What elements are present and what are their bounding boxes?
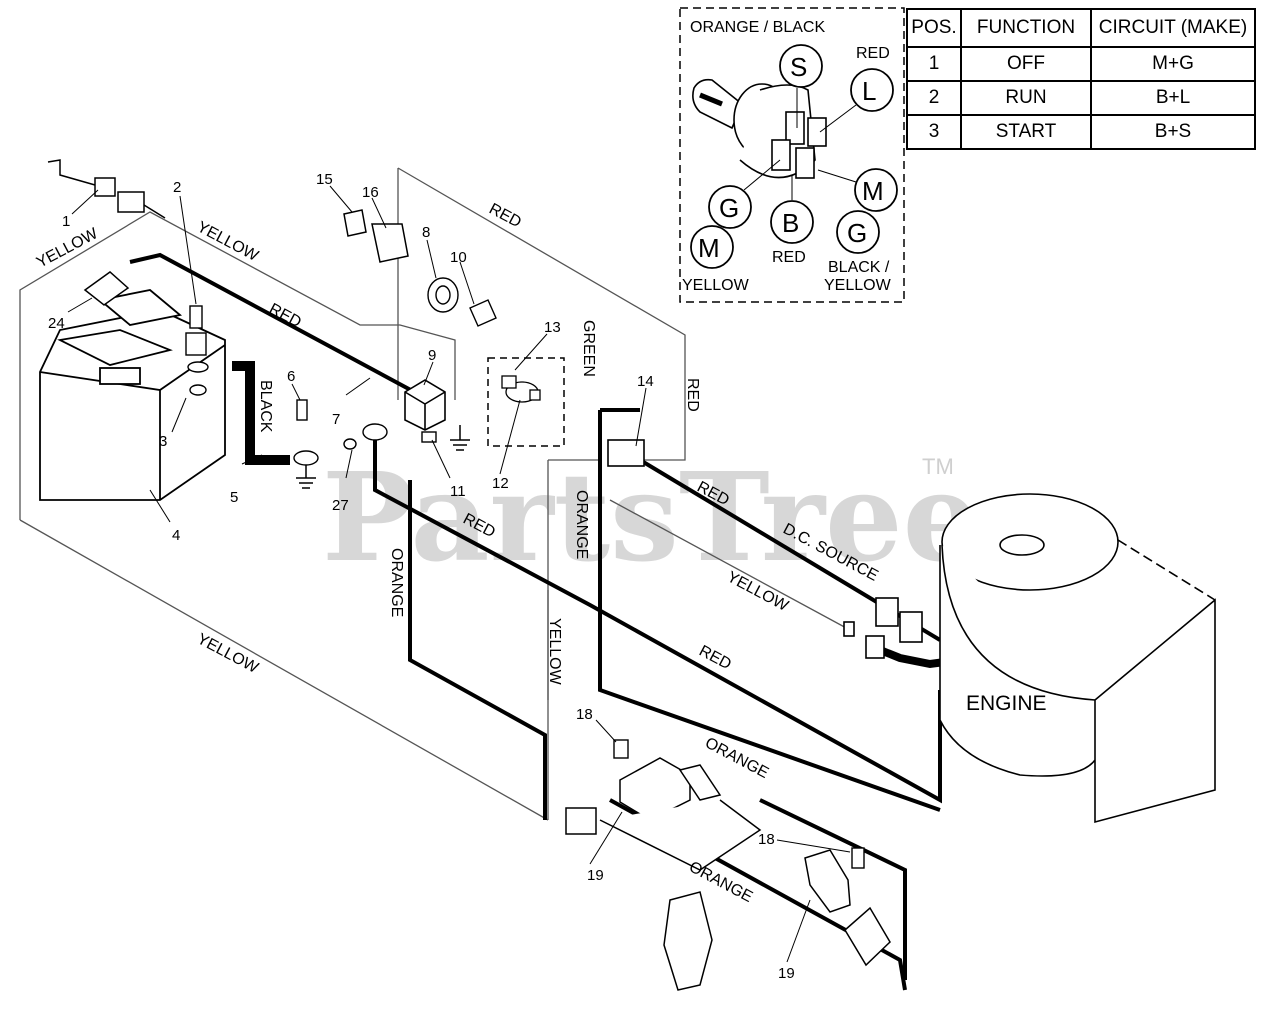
callout-24: 24 — [48, 315, 65, 332]
terminal-l: L — [862, 76, 876, 106]
cell-function: START — [960, 114, 1092, 150]
switch-label-orange-black: ORANGE / BLACK — [690, 19, 825, 36]
callout-2: 2 — [173, 179, 181, 196]
terminal-circles — [690, 44, 898, 269]
switch-label-black-yellow-1: BLACK / — [828, 259, 890, 276]
table-header-row: POS. FUNCTION CIRCUIT (MAKE) — [906, 8, 1256, 48]
engine-label: ENGINE — [966, 692, 1047, 715]
callout-3: 3 — [159, 433, 167, 450]
ground-symbols — [296, 425, 470, 489]
terminal-leaders — [743, 88, 857, 200]
callout-18a: 18 — [576, 706, 593, 723]
label-black: BLACK — [257, 380, 274, 433]
key — [343, 209, 409, 263]
cell-function: RUN — [960, 80, 1092, 116]
terminal-s: S — [790, 52, 807, 82]
callout-9: 9 — [428, 347, 436, 364]
switch-label-black-yellow-2: YELLOW — [824, 277, 892, 294]
callout-13: 13 — [544, 319, 561, 336]
callout-1: 1 — [62, 213, 70, 230]
cell-pos: 2 — [906, 80, 962, 116]
label-red-2: RED — [486, 201, 524, 232]
switch-label-red-bottom: RED — [772, 249, 806, 266]
main-wires — [129, 252, 942, 991]
solenoid — [404, 379, 446, 431]
seat-switch — [565, 757, 762, 871]
terminal-m-right: M — [862, 176, 884, 206]
header-pos: POS. — [906, 8, 962, 48]
connector-14 — [607, 439, 645, 467]
cell-function: OFF — [960, 46, 1092, 82]
label-red-1: RED — [266, 301, 304, 332]
cell-pos: 1 — [906, 46, 962, 82]
terminal-cover — [83, 271, 130, 306]
dc-source-connector — [843, 597, 946, 669]
callout-11: 11 — [450, 483, 466, 500]
label-red-3: RED — [684, 378, 701, 412]
battery-harness-connector — [47, 159, 166, 219]
label-orange-3: ORANGE — [702, 735, 771, 783]
callout-15: 15 — [316, 171, 333, 188]
callout-12: 12 — [492, 475, 509, 492]
callout-14: 14 — [637, 373, 654, 390]
trademark-mark: TM — [922, 454, 954, 479]
callout-leaders — [67, 185, 851, 963]
harness-outline — [19, 167, 851, 821]
ignition-switch-detail — [692, 78, 827, 179]
cell-circuit: B+L — [1090, 80, 1256, 116]
cell-pos: 3 — [906, 114, 962, 150]
callout-6: 6 — [287, 368, 295, 385]
label-green: GREEN — [580, 320, 597, 377]
label-yellow-1: YELLOW — [34, 225, 102, 272]
cell-circuit: B+S — [1090, 114, 1256, 150]
cell-circuit: M+G — [1090, 46, 1256, 82]
terminal-b: B — [782, 208, 799, 238]
header-circuit: CIRCUIT (MAKE) — [1090, 8, 1256, 48]
callout-27: 27 — [332, 497, 349, 514]
ignition-switch-small — [501, 375, 541, 403]
callout-16: 16 — [362, 184, 379, 201]
battery — [39, 289, 226, 501]
engine — [939, 493, 1216, 824]
label-yellow-4: YELLOW — [546, 618, 563, 686]
label-orange-2: ORANGE — [388, 548, 405, 617]
callout-10: 10 — [450, 249, 467, 266]
table-row: 3 START B+S — [906, 114, 1256, 150]
hardware-parts — [185, 277, 865, 869]
switch-detail-box — [679, 7, 905, 303]
switch-position-table: POS. FUNCTION CIRCUIT (MAKE) 1 OFF M+G 2… — [906, 8, 1256, 150]
callout-5: 5 — [230, 489, 238, 506]
terminal-letters: S L M G B G M — [698, 52, 884, 263]
label-orange-1: ORANGE — [573, 490, 590, 559]
callout-19b: 19 — [778, 965, 795, 982]
switch-label-yellow: YELLOW — [682, 277, 750, 294]
callout-18b: 18 — [758, 831, 775, 848]
table-row: 2 RUN B+L — [906, 80, 1256, 116]
callout-8: 8 — [422, 224, 430, 241]
header-function: FUNCTION — [960, 8, 1092, 48]
callout-7: 7 — [332, 411, 340, 428]
black-ground-cable — [232, 361, 290, 465]
terminal-g-right: G — [847, 218, 867, 248]
terminal-m-left: M — [698, 233, 720, 263]
table-row: 1 OFF M+G — [906, 46, 1256, 82]
brake-switch — [663, 849, 891, 991]
terminal-g-left: G — [719, 193, 739, 223]
callout-4: 4 — [172, 527, 180, 544]
callout-19a: 19 — [587, 867, 604, 884]
switch-label-red-top: RED — [856, 45, 890, 62]
